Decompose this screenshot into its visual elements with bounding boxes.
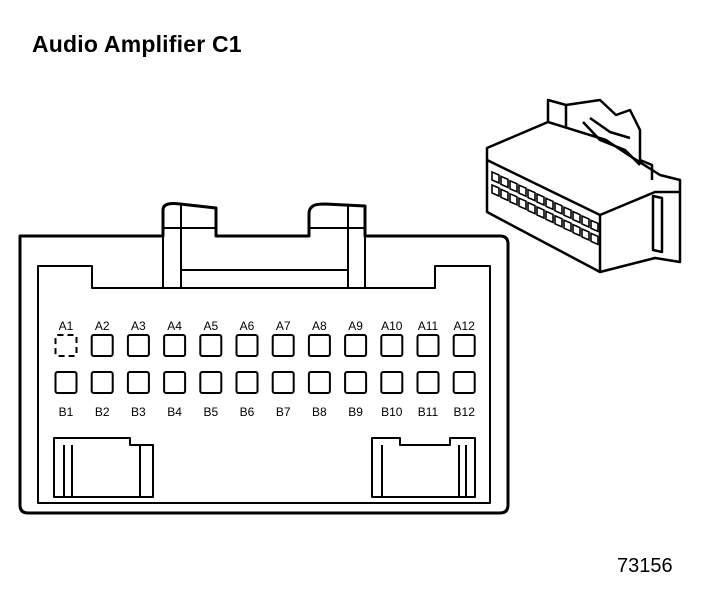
bottom-left-key — [53, 437, 154, 498]
iso-cavity — [590, 219, 599, 233]
pin-label-a1: A1 — [59, 319, 74, 333]
pin-cavity-b11 — [416, 371, 440, 394]
right-latch — [309, 206, 366, 288]
pin-row-b: B1 B2 B3 B4 B5 B6 B7 B8 B9 B10 B11 B12 — [54, 371, 476, 419]
pin-row-a: A1 A2 A3 A4 A5 A6 A7 A8 A9 A10 A11 A12 — [54, 319, 476, 357]
iso-cavity — [563, 218, 572, 233]
diagram-title: Audio Amplifier C1 — [32, 31, 242, 57]
iso-front-face — [486, 158, 680, 272]
iso-cavity — [491, 183, 500, 198]
iso-cavity — [500, 175, 509, 189]
iso-cavity — [518, 183, 527, 198]
pin-label-b1: B1 — [59, 405, 74, 419]
iso-cavity — [590, 232, 599, 246]
pin-label-a4: A4 — [167, 319, 182, 333]
iso-cavity — [563, 205, 572, 220]
iso-cavity — [500, 188, 509, 202]
pin-cavity-a8 — [307, 334, 331, 357]
pin-cavity-b12 — [452, 371, 476, 394]
pin-cavity-b6 — [235, 371, 259, 394]
pin-label-a9: A9 — [348, 319, 363, 333]
pin-label-b4: B4 — [167, 405, 182, 419]
pin-label-b7: B7 — [276, 405, 291, 419]
pin-cavity-a10 — [380, 334, 404, 357]
pin-label-a7: A7 — [276, 319, 291, 333]
pin-cavity-b9 — [344, 371, 368, 394]
connector-face-view — [18, 202, 510, 515]
iso-cavity — [536, 192, 545, 207]
housing-outline — [18, 202, 510, 515]
pin-label-b3: B3 — [131, 405, 146, 419]
iso-cavity — [572, 223, 581, 237]
pin-cavity-b1 — [54, 371, 78, 394]
pin-cavity-b8 — [307, 371, 331, 394]
pin-cavity-a11 — [416, 334, 440, 357]
iso-cavity — [545, 210, 554, 224]
iso-cavity — [509, 179, 518, 194]
iso-pin-cavities — [491, 170, 599, 246]
pin-cavity-a6 — [235, 334, 259, 357]
pin-label-a2: A2 — [95, 319, 110, 333]
iso-top-ridge — [546, 98, 654, 180]
iso-cavity — [509, 192, 518, 207]
connector-isometric-view — [485, 98, 682, 274]
pin-cavity-a12 — [452, 334, 476, 357]
pin-cavity-b2 — [90, 371, 114, 394]
pin-label-b12: B12 — [454, 405, 476, 419]
pin-cavity-b10 — [380, 371, 404, 394]
figure-id: 73156 — [617, 555, 673, 577]
pin-label-a3: A3 — [131, 319, 146, 333]
iso-cavity — [518, 196, 527, 211]
bottom-right-key — [371, 437, 476, 498]
pin-cavity-a9 — [344, 334, 368, 357]
housing-inner-face — [37, 265, 491, 504]
iso-cavity — [581, 214, 590, 229]
pin-label-b8: B8 — [312, 405, 327, 419]
pin-cavity-a1 — [54, 334, 78, 357]
pin-cavity-a7 — [271, 334, 295, 357]
iso-cavity — [545, 197, 554, 211]
iso-cavity — [527, 188, 536, 202]
iso-latch — [582, 116, 641, 166]
pin-cavity-a3 — [126, 334, 150, 357]
iso-cavity — [554, 214, 563, 229]
pin-label-b9: B9 — [348, 405, 363, 419]
iso-body-outline — [485, 120, 682, 274]
pin-cavity-b7 — [271, 371, 295, 394]
pin-label-b5: B5 — [203, 405, 218, 419]
left-latch — [162, 204, 216, 288]
iso-cavity — [554, 201, 563, 216]
pin-cavity-a4 — [163, 334, 187, 357]
pin-label-a11: A11 — [418, 319, 439, 333]
pin-label-b2: B2 — [95, 405, 110, 419]
pin-label-a6: A6 — [240, 319, 255, 333]
pin-cavity-b4 — [163, 371, 187, 394]
pin-label-a5: A5 — [203, 319, 218, 333]
pin-label-b11: B11 — [418, 405, 439, 419]
iso-cavity — [491, 170, 500, 185]
iso-cavity — [572, 210, 581, 224]
pin-label-b10: B10 — [381, 405, 403, 419]
pin-cavity-b3 — [126, 371, 150, 394]
iso-side-slot — [651, 194, 664, 254]
pin-label-a12: A12 — [454, 319, 476, 333]
pin-label-a10: A10 — [381, 319, 403, 333]
pin-cavity-b5 — [199, 371, 223, 394]
pin-cavity-a2 — [90, 334, 114, 357]
iso-cavity — [536, 205, 545, 220]
iso-cavity — [581, 227, 590, 242]
pin-label-b6: B6 — [240, 405, 255, 419]
iso-cavity — [527, 201, 536, 215]
pin-cavity-a5 — [199, 334, 223, 357]
pin-label-a8: A8 — [312, 319, 327, 333]
